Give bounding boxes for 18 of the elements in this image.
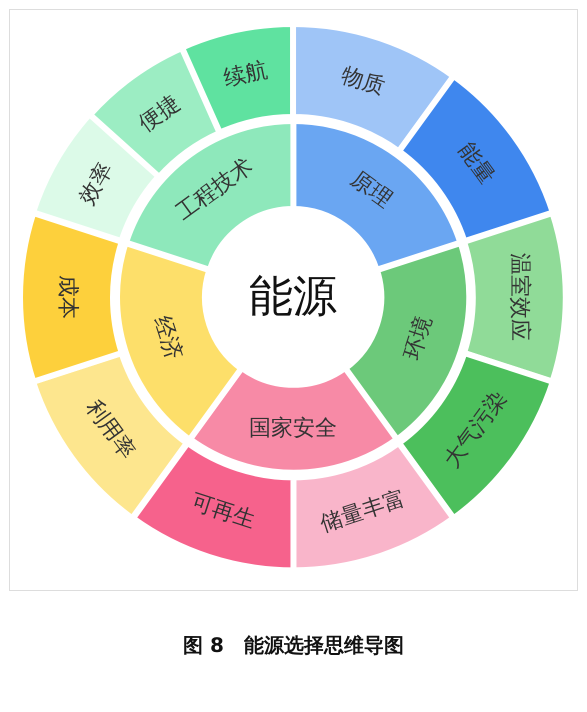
segment-label: 工程技术 [173,155,258,225]
segment-label: 能量 [454,140,498,188]
segment-label: 成本 [56,274,78,319]
segment-label: 效率 [76,159,118,208]
segment-label: 利用率 [81,396,138,464]
segment-label: 温室效应 [508,252,530,341]
caption: 图 8 能源选择思维导图 [182,632,405,659]
segment-label: 便捷 [136,92,184,136]
segment-label: 环境 [401,313,436,362]
segment-label: 储量丰富 [318,488,408,536]
center-title: 能源 [249,275,337,319]
segment-label: 物质 [338,64,388,99]
segment-label: 续航 [222,60,270,91]
segment-label: 原理 [346,168,395,212]
segment-label: 大气污染 [441,388,511,472]
segment-label: 经济 [150,313,185,362]
segment-label: 可再生 [188,492,258,534]
segment-label: 国家安全 [248,418,337,440]
